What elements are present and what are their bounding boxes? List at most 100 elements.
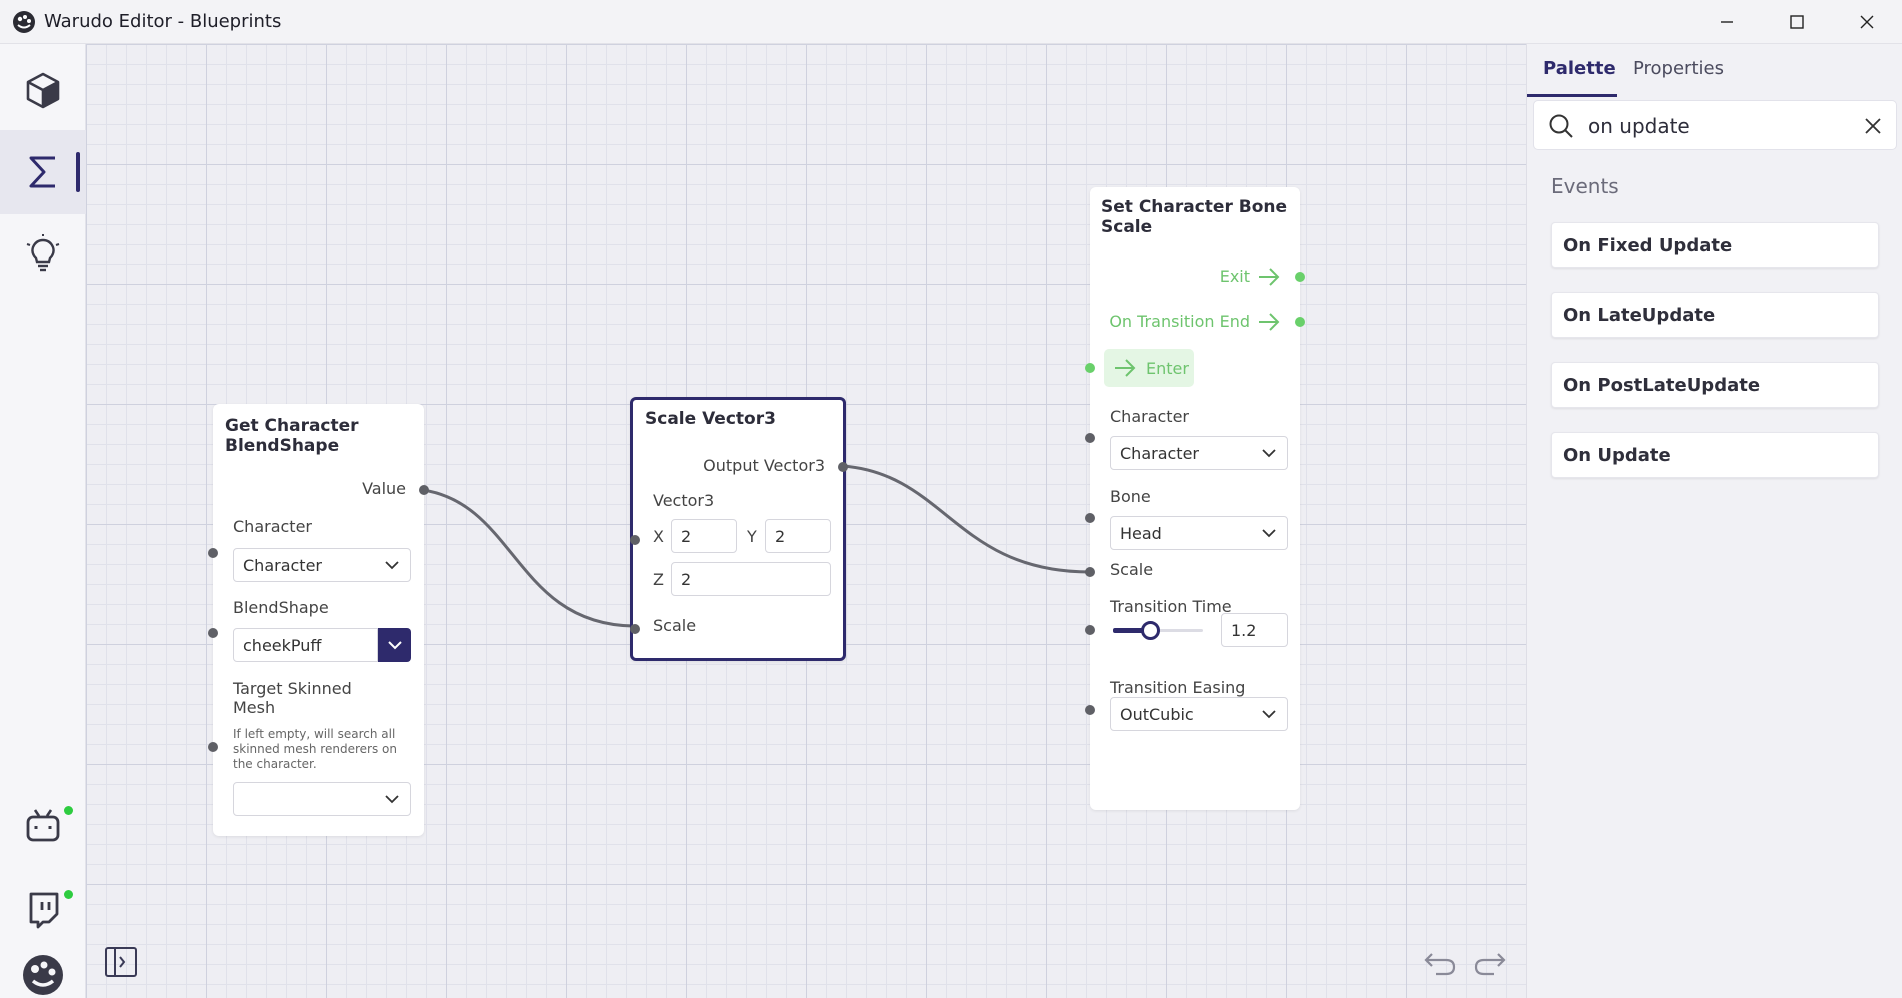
node-title: Get Character BlendShape — [225, 416, 359, 456]
transition-easing-value: OutCubic — [1120, 704, 1194, 724]
scale-input-pin[interactable] — [630, 624, 640, 634]
y-label: Y — [747, 527, 757, 546]
sidebar-item-bilibili[interactable] — [0, 784, 86, 868]
transition-time-value: 1.2 — [1231, 620, 1257, 640]
x-value: 2 — [681, 526, 692, 546]
cube-icon — [26, 72, 60, 109]
tab-properties[interactable]: Properties — [1633, 58, 1724, 79]
transition-easing-input-pin[interactable] — [1085, 705, 1095, 715]
tab-underline — [1527, 94, 1617, 97]
sidebar-item-blueprints[interactable] — [0, 130, 86, 214]
character-label: Character — [1110, 407, 1189, 426]
x-input[interactable]: 2 — [671, 519, 737, 553]
transition-time-label: Transition Time — [1110, 597, 1232, 616]
search-input[interactable]: on update — [1588, 114, 1690, 138]
transition-easing-dropdown[interactable]: OutCubic — [1110, 697, 1288, 731]
close-window-button[interactable] — [1832, 0, 1902, 44]
warudo-app-icon — [13, 10, 35, 33]
node-title: Scale Vector3 — [645, 409, 776, 429]
sidebar-item-warudo[interactable] — [0, 952, 86, 998]
target-mesh-input-pin[interactable] — [208, 742, 218, 752]
scale-label: Scale — [653, 616, 697, 635]
palette-item-on-lateupdate[interactable]: On LateUpdate — [1551, 292, 1879, 338]
redo-icon — [1474, 953, 1506, 976]
scale-input-pin[interactable] — [1085, 567, 1095, 577]
bone-input-pin[interactable] — [1085, 513, 1095, 523]
undo-button[interactable] — [1422, 944, 1458, 980]
z-value: 2 — [681, 569, 692, 589]
on-transition-end-label: On Transition End — [1109, 312, 1250, 331]
clear-icon[interactable] — [1864, 117, 1882, 135]
vector3-input-pin[interactable] — [630, 535, 640, 545]
output-value-label: Value — [362, 479, 406, 498]
bone-dropdown[interactable]: Head — [1110, 516, 1288, 550]
blendshape-input-pin[interactable] — [208, 628, 218, 638]
title-bar: Warudo Editor - Blueprints — [0, 0, 1902, 44]
character-label: Character — [233, 517, 312, 536]
character-dropdown-value: Character — [1120, 443, 1199, 463]
twitch-icon — [29, 892, 59, 929]
active-indicator — [76, 152, 80, 192]
on-transition-end-pin[interactable] — [1295, 317, 1305, 327]
palette-panel: Palette Properties on update Events On F… — [1526, 44, 1902, 998]
warudo-logo-icon — [23, 955, 63, 995]
transition-time-input-pin[interactable] — [1085, 625, 1095, 635]
node-get-character-blendshape[interactable]: Get Character BlendShape Value Character… — [208, 404, 429, 836]
character-input-pin[interactable] — [1085, 433, 1095, 443]
target-mesh-help: If left empty, will search all skinned m… — [233, 727, 397, 771]
y-input[interactable]: 2 — [765, 519, 831, 553]
z-label: Z — [653, 570, 664, 589]
character-dropdown[interactable]: Character — [233, 548, 411, 582]
slider-thumb[interactable] — [1141, 621, 1161, 640]
target-mesh-label: Target Skinned Mesh — [233, 679, 352, 717]
chevron-down-icon — [385, 795, 399, 804]
twitch-status-dot — [64, 890, 73, 899]
palette-item-on-update[interactable]: On Update — [1551, 432, 1879, 478]
sidebar-item-ideas[interactable] — [0, 212, 86, 296]
enter-pin[interactable] — [1085, 363, 1095, 373]
chevron-down-icon — [1262, 710, 1276, 719]
chevron-down-icon — [1262, 449, 1276, 458]
character-dropdown-value: Character — [243, 555, 322, 575]
output-vector3-pin[interactable] — [838, 462, 848, 472]
blueprint-canvas[interactable]: Get Character BlendShape Value Character… — [86, 44, 1526, 998]
character-input-pin[interactable] — [208, 548, 218, 558]
transition-time-slider[interactable] — [1113, 620, 1203, 640]
arrow-right-icon — [1259, 313, 1280, 331]
x-label: X — [653, 527, 664, 546]
vector3-label: Vector3 — [653, 491, 715, 510]
toggle-panel-button[interactable] — [103, 944, 139, 980]
sidebar-toggle-icon — [105, 947, 137, 977]
maximize-icon — [1790, 15, 1804, 29]
minimize-button[interactable] — [1692, 0, 1762, 44]
lightbulb-icon — [26, 234, 60, 272]
transition-easing-label: Transition Easing — [1110, 678, 1246, 697]
tab-palette[interactable]: Palette — [1543, 58, 1616, 79]
bilibili-icon — [26, 809, 60, 842]
character-dropdown[interactable]: Character — [1110, 436, 1288, 470]
redo-button[interactable] — [1472, 944, 1508, 980]
blendshape-dropdown-button[interactable] — [378, 628, 411, 662]
close-icon — [1860, 15, 1874, 29]
maximize-button[interactable] — [1762, 0, 1832, 44]
wire-output-to-bone-scale — [842, 464, 1091, 574]
search-box[interactable]: on update — [1533, 100, 1897, 150]
z-input[interactable]: 2 — [671, 562, 831, 596]
sidebar — [0, 44, 86, 998]
sidebar-item-scene[interactable] — [0, 48, 86, 132]
output-value-pin[interactable] — [419, 485, 429, 495]
chevron-down-icon — [387, 641, 402, 650]
target-mesh-dropdown[interactable] — [233, 782, 411, 816]
palette-item-on-postlateupdate[interactable]: On PostLateUpdate — [1551, 362, 1879, 408]
blendshape-dropdown[interactable]: cheekPuff — [233, 628, 378, 662]
y-value: 2 — [775, 526, 786, 546]
node-scale-vector3[interactable]: Scale Vector3 Output Vector3 Vector3 X 2… — [630, 397, 848, 661]
node-title: Set Character Bone Scale — [1101, 197, 1288, 237]
node-set-character-bone-scale[interactable]: Set Character Bone Scale Exit On Transit… — [1085, 187, 1305, 810]
enter-flow[interactable]: Enter — [1104, 349, 1194, 387]
transition-time-input[interactable]: 1.2 — [1221, 613, 1288, 647]
sidebar-item-twitch[interactable] — [0, 868, 86, 952]
exit-pin[interactable] — [1295, 272, 1305, 282]
section-events: Events — [1551, 174, 1619, 198]
palette-item-on-fixed-update[interactable]: On Fixed Update — [1551, 222, 1879, 268]
